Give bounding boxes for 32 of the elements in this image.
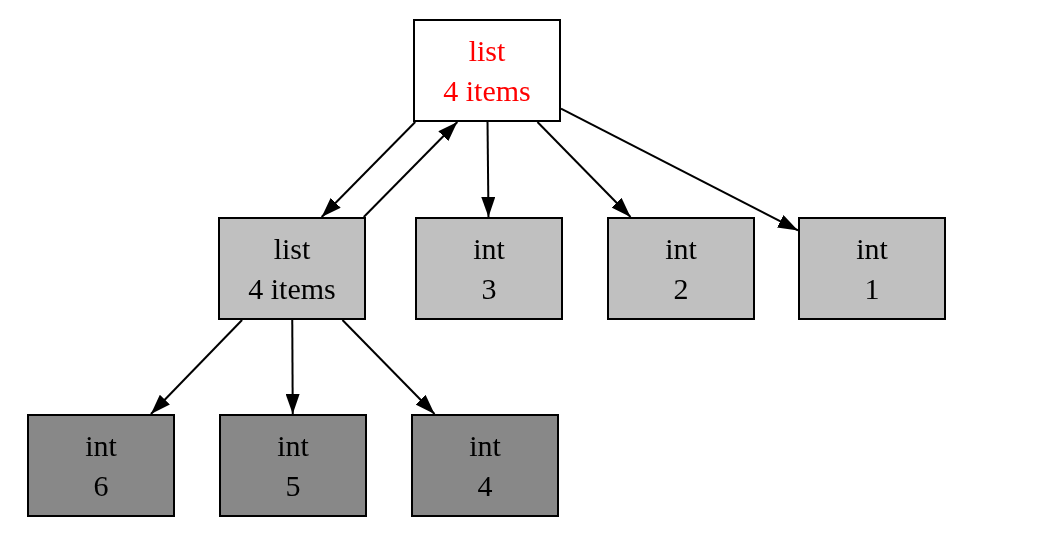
node-label: 3 xyxy=(481,270,497,307)
node-label: list xyxy=(273,230,311,267)
node-label: 4 items xyxy=(443,72,531,109)
node-label: 2 xyxy=(673,270,689,307)
int-box xyxy=(607,217,755,320)
arrow xyxy=(320,121,417,218)
int-box xyxy=(219,414,367,517)
node-label: int xyxy=(277,427,309,464)
node-label: 6 xyxy=(93,467,109,504)
arrow xyxy=(285,319,300,415)
int-box xyxy=(27,414,175,517)
node-label: int xyxy=(665,230,697,267)
root-list-box xyxy=(413,19,561,122)
node-label: list xyxy=(468,32,506,69)
node-label: int xyxy=(856,230,888,267)
arrow xyxy=(149,319,244,415)
int-box xyxy=(798,217,946,320)
int-box xyxy=(411,414,559,517)
node-label: 1 xyxy=(864,270,880,307)
arrow xyxy=(481,121,496,218)
node-label: 4 xyxy=(477,467,493,504)
arrow xyxy=(536,121,632,218)
arrow xyxy=(560,107,799,232)
node-label: int xyxy=(473,230,505,267)
node-label: int xyxy=(469,427,501,464)
list-box xyxy=(218,217,366,320)
node-label: 4 items xyxy=(248,270,336,307)
node-label: 5 xyxy=(285,467,301,504)
arrow xyxy=(341,319,436,415)
arrow xyxy=(362,121,459,218)
int-box xyxy=(415,217,563,320)
node-label: int xyxy=(85,427,117,464)
